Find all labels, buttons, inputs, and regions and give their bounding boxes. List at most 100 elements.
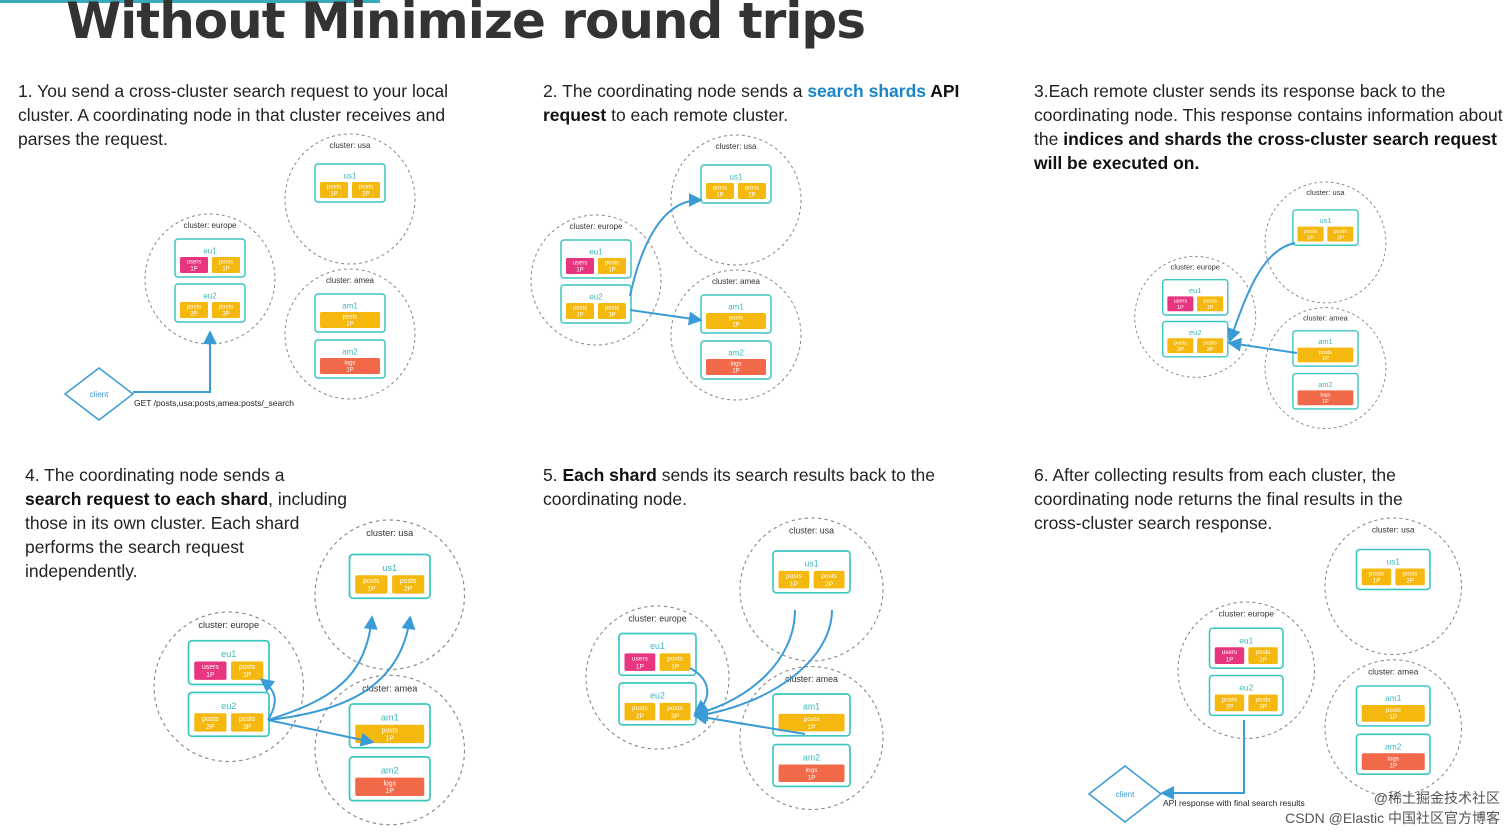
shard-posts-box [1297,347,1354,363]
shard-posts-primary: 2P [576,313,583,319]
step-3-part-a: 3.Each remote cluster sends its response… [1034,81,1503,149]
client-1: client [63,367,135,421]
shard-posts-primary: 1P [1373,578,1381,585]
shard-posts-name: posts [821,573,837,580]
shard-posts-box [598,258,626,274]
shard-posts-name: posts [202,716,219,723]
shard-logs-primary: 1P [1389,762,1397,769]
arrow-eu2-to-us1 [629,193,703,297]
flow-arrows [133,193,1298,800]
request-label: GET /posts,usa:posts,amea:posts/_search [134,398,294,408]
cluster-europe-circle [530,214,662,346]
shard-posts-box [659,702,691,721]
node-eu1-label: eu1 [203,246,217,255]
arrow-us1-to-eu2 [1227,242,1296,343]
shard-posts-name: posts [1334,229,1348,235]
node-eu2-label: eu2 [650,691,665,701]
node-us1-label: us1 [1319,216,1331,225]
cluster-europe-label: cluster: europe [184,221,237,230]
cluster-amea-circle [670,269,802,401]
shard-posts-name: posts [363,578,380,585]
shard-posts-primary: 1P [790,581,799,588]
shard-posts-primary: 2P [404,586,413,593]
shard-posts-name: posts [1386,707,1401,714]
shard-posts-name: posts [713,186,727,192]
node-am1-label: am1 [342,301,358,310]
shard-users-box [194,661,227,680]
node-am2-label: am2 [381,765,399,775]
step-2-bold-request: request [543,105,607,125]
step-6-text: 6. After collecting results from each cl… [1034,463,1454,535]
step-4-part-a: 4. The coordinating node sends a [25,465,285,485]
cluster-europe-circle [585,605,730,750]
cluster-europe-label: cluster: europe [628,613,686,623]
shard-logs-name: logs [805,767,818,774]
top-accent-line [0,0,380,3]
shard-posts-primary: 1P [243,672,252,679]
shard-users-box [624,653,656,671]
shard-posts-box [598,303,626,319]
shard-posts-name: posts [1319,350,1333,356]
shard-posts-primary: 1P [608,268,615,274]
shard-posts-primary: 2P [1226,704,1234,711]
node-eu1-label: eu1 [650,641,665,651]
node-us1-label: us1 [1386,557,1400,567]
arrow-am1-to-eu2 [1227,337,1298,354]
arrow-us1-p2-to-eu2 [693,609,833,722]
step-4-part-c: , including those in its own cluster. Ea… [25,489,347,581]
shard-posts-primary: 2P [190,312,197,318]
node-us1-label: us1 [804,559,818,569]
step-5-part-c: sends its search results back to the coo… [543,465,936,509]
cluster-amea-label: cluster: amea [326,276,375,285]
shard-posts-name: posts [219,260,233,266]
step-5-bold: Each shard [562,465,657,485]
shard-posts-primary: 3P [222,312,229,318]
shard-posts-box [624,702,656,721]
step-4-text: 4. The coordinating node sends a search … [25,463,355,583]
shard-posts-primary: 1P [716,193,723,199]
shard-posts-name: posts [1174,341,1188,347]
shard-users-box [1167,296,1194,312]
shard-posts-box [392,575,425,594]
node-am1-label: am1 [1318,337,1332,346]
cluster-europe-label: cluster: europe [1171,262,1220,271]
node-am2-label: am2 [342,347,358,356]
shard-posts-name: posts [1369,570,1384,577]
shard-users-primary: 1P [1226,656,1234,663]
client-1-label: client [90,390,109,399]
cluster-amea-circle [1324,659,1463,797]
node-eu2-label: eu2 [1239,683,1253,693]
shard-logs-name: logs [344,361,355,367]
shard-posts-box [194,713,227,732]
shard-users-primary: 1P [576,268,583,274]
node-am2-label: am2 [803,752,820,762]
shard-users-name: users [1222,649,1237,656]
shard-users-name: users [187,260,202,266]
shard-logs-name: logs [730,362,741,368]
shard-posts-name: posts [1203,341,1217,347]
step-1-sentence: 1. You send a cross-cluster search reque… [18,81,448,149]
step-3-bold: indices and shards the cross-cluster sea… [1034,129,1497,173]
step-5-part-a: 5. [543,465,563,485]
cluster-amea-circle [314,674,466,826]
shard-posts-primary: 2P [636,713,645,720]
node-am1-label: am1 [803,702,820,712]
shard-users-primary: 1P [190,267,197,273]
